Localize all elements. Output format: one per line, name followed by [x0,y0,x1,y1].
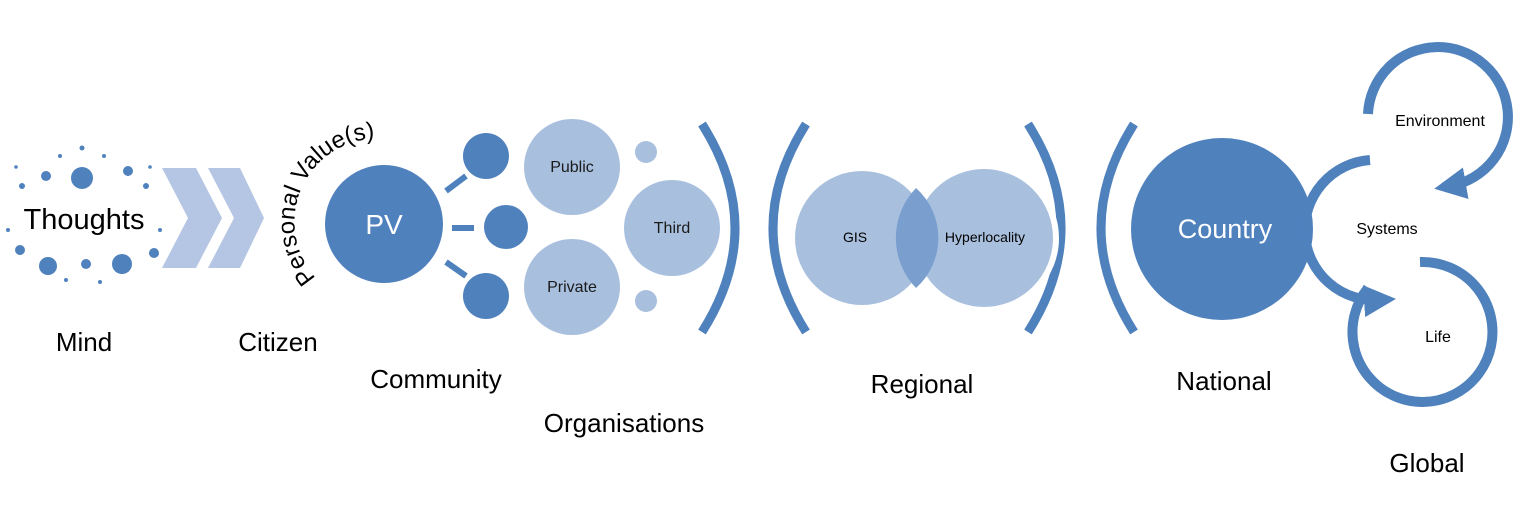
third-circle [624,180,720,276]
life-arrow-icon [1347,256,1498,407]
pv-connectors [444,173,474,279]
global-cycle [1299,42,1513,407]
systems-label: Systems [1356,221,1417,238]
systems-arrow-icon [1299,155,1396,318]
community-node-top [463,133,509,179]
country-label: Country [1178,214,1273,244]
private-label: Private [547,279,597,296]
bracket-arcs [698,121,1138,335]
chevron-arrow-icon [162,168,264,268]
gis-circle [795,171,929,305]
environment-arrow-icon [1363,42,1513,199]
stage-label-organisations: Organisations [544,408,704,438]
small-dot-bottom [635,290,657,312]
gis-label: GIS [843,229,867,245]
venn-overlap [895,188,939,288]
community-node-bottom [463,273,509,319]
public-label: Public [550,159,594,176]
pv-circle [325,165,443,283]
stage-label-mind: Mind [56,327,112,357]
stage-label-global: Global [1389,448,1464,478]
hyperlocality-label: Hyperlocality [945,229,1025,245]
stage-label-citizen: Citizen [238,327,317,357]
country-circle [1131,138,1313,320]
thoughts-label: Thoughts [24,204,145,236]
community-node-middle [484,205,528,249]
environment-label: Environment [1395,113,1485,130]
small-dot-top [635,141,657,163]
third-label: Third [654,220,690,237]
private-circle [524,239,620,335]
pv-label: PV [365,209,403,240]
public-circle [524,119,620,215]
stage-label-national: National [1176,366,1271,396]
stage-label-community: Community [370,364,501,394]
life-label: Life [1425,329,1451,346]
thoughts-dot-cluster [6,145,162,284]
stage-label-regional: Regional [871,369,974,399]
